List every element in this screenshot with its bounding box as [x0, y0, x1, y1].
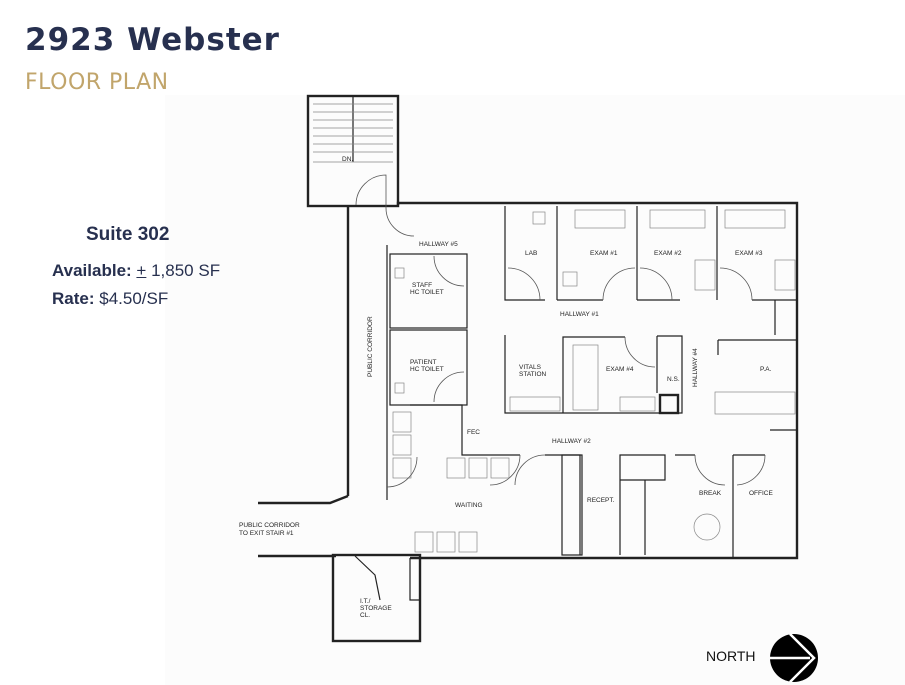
label-storage-2: STORAGE — [360, 605, 392, 612]
suite-name: Suite 302 — [86, 224, 170, 245]
rate-value: $4.50/SF — [99, 289, 169, 308]
label-ns: N.S. — [667, 376, 680, 383]
north-arrow-icon — [770, 633, 818, 683]
label-storage-3: CL. — [360, 612, 370, 619]
available-value: 1,850 SF — [151, 261, 221, 280]
north-label: NORTH — [706, 648, 756, 664]
label-exam-1: EXAM #1 — [590, 250, 618, 257]
label-exam-2: EXAM #2 — [654, 250, 682, 257]
label-patient-toilet-1: PATIENT — [410, 359, 437, 366]
room-labels: DN. HALLWAY #5 STAFF HC TOILET PATIENT H… — [239, 156, 773, 619]
label-exam-4: EXAM #4 — [606, 366, 634, 373]
label-patient-toilet-2: HC TOILET — [410, 366, 444, 373]
label-pa: P.A. — [760, 366, 772, 373]
label-storage-1: I.T./ — [360, 598, 371, 605]
label-exit-corridor-2: TO EXIT STAIR #1 — [239, 530, 294, 537]
label-hallway-4: HALLWAY #4 — [692, 348, 699, 387]
label-lab: LAB — [525, 250, 537, 257]
label-recept: RECEPT. — [587, 497, 615, 504]
label-hallway-1: HALLWAY #1 — [560, 311, 599, 318]
available-label: Available: — [52, 261, 132, 280]
label-exit-corridor-1: PUBLIC CORRIDOR — [239, 522, 300, 529]
rate-line: Rate: $4.50/SF — [52, 289, 168, 309]
label-public-corridor: PUBLIC CORRIDOR — [367, 316, 374, 377]
lower-rooms — [386, 404, 797, 558]
middle-rooms — [504, 300, 797, 415]
label-dn: DN. — [342, 156, 353, 163]
rate-label: Rate: — [52, 289, 95, 308]
label-fec: FEC — [467, 429, 480, 436]
label-hallway-5: HALLWAY #5 — [419, 241, 458, 248]
label-vitals-2: STATION — [519, 371, 547, 378]
stairwell — [306, 94, 400, 208]
available-line: Available: + 1,850 SF — [52, 261, 220, 281]
label-waiting: WAITING — [455, 502, 483, 509]
label-exam-3: EXAM #3 — [735, 250, 763, 257]
floor-plan-background — [165, 95, 905, 685]
suite-walls — [258, 201, 799, 643]
label-hallway-2: HALLWAY #2 — [552, 438, 591, 445]
plus-minus: + — [136, 261, 147, 280]
page-subtitle: FLOOR PLAN — [25, 70, 169, 95]
label-break: BREAK — [699, 490, 722, 497]
label-staff-toilet-2: HC TOILET — [410, 289, 444, 296]
label-vitals-1: VITALS — [519, 364, 542, 371]
label-staff-toilet-1: STAFF — [412, 282, 432, 289]
toilets — [386, 245, 468, 500]
page-title: 2923 Webster — [25, 22, 280, 58]
label-office: OFFICE — [749, 490, 773, 497]
